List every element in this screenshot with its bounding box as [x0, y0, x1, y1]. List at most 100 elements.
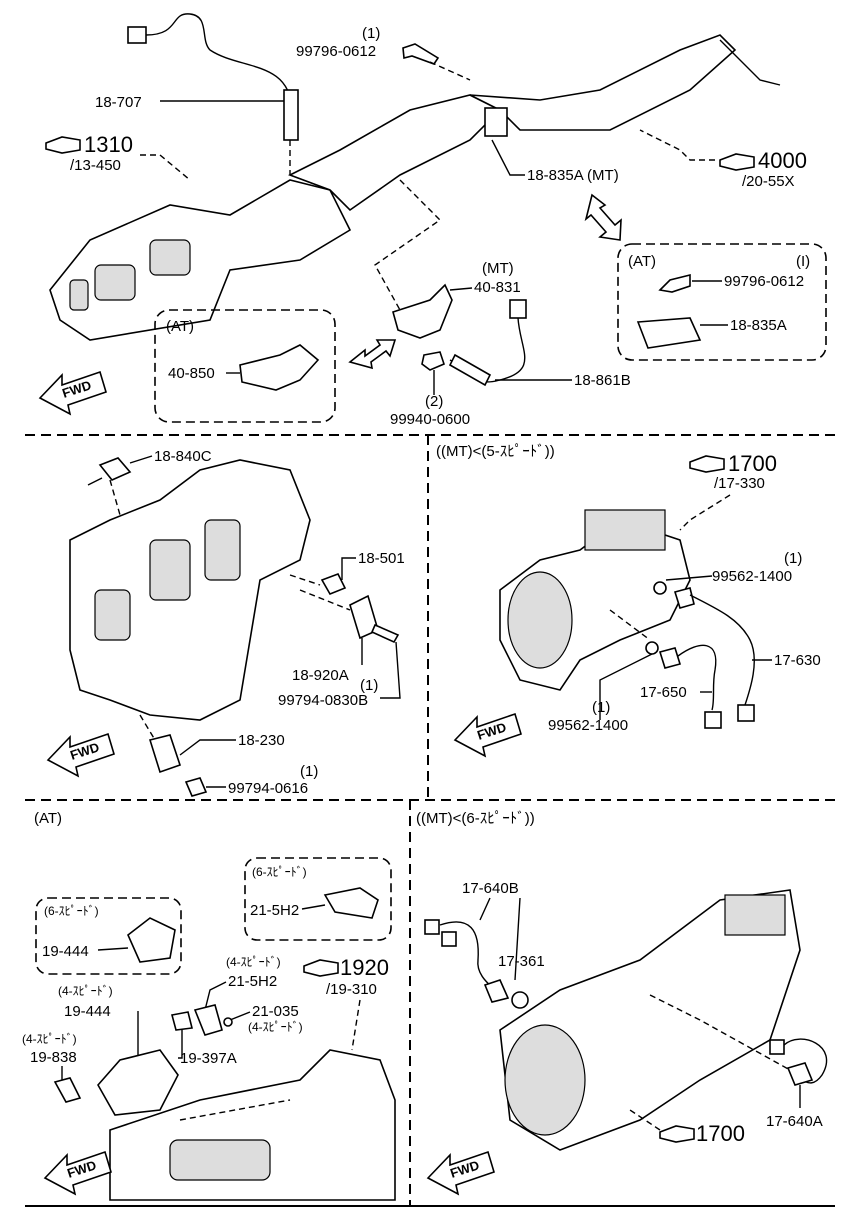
exhaust-section: 18-707 (1) 99796-0612 1310 /13-450 4000 … — [38, 13, 827, 428]
label-17-361: 17-361 — [498, 953, 545, 970]
leader-21-5h2-4sp — [204, 981, 227, 1011]
dash-18-230 — [139, 714, 156, 741]
sensor-18-840c[interactable] — [98, 457, 132, 481]
engine-section: 18-840C 18-501 18-920A (1) 99794-0830B 1… — [46, 448, 405, 797]
label-99562-1400-a: 99562-1400 — [712, 568, 792, 585]
at-box-left — [154, 309, 336, 423]
at-box-right-title: (AT) — [628, 253, 656, 270]
switch-17-650[interactable] — [658, 647, 682, 669]
exchange-arrow-right — [584, 193, 622, 241]
ref-1700-mt5-sub: /17-330 — [714, 475, 765, 492]
bolt-99796-0612[interactable] — [402, 43, 440, 65]
label-99940-0600: 99940-0600 — [390, 411, 470, 428]
bolt-99794-0616[interactable] — [184, 777, 208, 797]
label-99796-0612-at: 99796-0612 — [724, 273, 804, 290]
label-99562-1400-b: 99562-1400 — [548, 717, 628, 734]
oring-21-035[interactable] — [223, 1017, 233, 1027]
connector-17-640b-b[interactable] — [441, 931, 457, 947]
switch-17-630[interactable] — [673, 587, 695, 609]
ref-hand-icon-4000 — [719, 153, 755, 171]
label-4sp-b: (4-ｽﾋﾟｰﾄﾞ) — [58, 984, 113, 998]
ref-hand-icon-1920 — [303, 959, 339, 977]
bolt-99796-0612-at[interactable] — [658, 273, 691, 293]
leader-1920 — [351, 999, 361, 1051]
switch-17-640a[interactable] — [786, 1062, 814, 1086]
exhaust-pipe-hanger — [719, 39, 781, 86]
qty-99796-0612: (1) — [362, 25, 380, 42]
bracket-18-835a-at[interactable] — [636, 317, 702, 349]
leader-21-035 — [229, 1011, 251, 1021]
ref-hand-icon-1310 — [45, 136, 81, 154]
label-99794-0830b: 99794-0830B — [278, 692, 368, 709]
bolt-19-397a[interactable] — [171, 1011, 193, 1031]
ref-1310: 1310 — [84, 132, 133, 157]
connector-17-640a[interactable] — [769, 1039, 785, 1055]
gasket-99562-1400-a[interactable] — [653, 581, 667, 595]
sensor-21-5h2-4sp[interactable] — [193, 1004, 223, 1036]
manifold-port-1 — [94, 264, 136, 301]
leader-99794-0830b — [380, 641, 401, 699]
label-19-444-4sp: 19-444 — [64, 1003, 111, 1020]
exhaust-manifold[interactable] — [49, 179, 352, 341]
leader-18-835a-mt — [491, 139, 525, 176]
sensor-21-5h2-6sp[interactable] — [323, 887, 379, 919]
ref-4000-sub: /20-55X — [742, 173, 795, 190]
connector-17-650[interactable] — [704, 711, 722, 729]
sensor-connector-18-707[interactable] — [127, 26, 147, 44]
at-box-6sp-left — [35, 897, 182, 975]
label-18-835a-at: 18-835A — [730, 317, 787, 334]
bracket-40-831[interactable] — [392, 283, 453, 339]
label-18-230: 18-230 — [238, 732, 285, 749]
sensor-18-501[interactable] — [320, 572, 347, 596]
oxygen-sensor-18-707[interactable] — [283, 89, 299, 141]
leader-99562-1400-b — [599, 653, 653, 720]
sensor-18-230[interactable] — [148, 734, 182, 774]
qty-99940-0600: (2) — [425, 393, 443, 410]
gasket-99562-1400-b[interactable] — [645, 641, 659, 655]
manifold-port-2 — [149, 239, 191, 276]
oxygen-sensor-18-861b[interactable] — [448, 353, 492, 387]
bracket-18-835a-mt[interactable] — [484, 107, 508, 137]
dash-18-920a — [299, 589, 351, 611]
leader-1700-mt5 — [679, 494, 731, 531]
fwd-arrow-at — [43, 1150, 112, 1196]
ref-hand-icon-1700-mt6 — [659, 1125, 695, 1143]
leader-1700-mt6 — [629, 1109, 661, 1131]
bracket-40-850[interactable] — [239, 344, 320, 391]
exhaust-pipe-front[interactable] — [469, 34, 737, 131]
switch-19-444-6sp[interactable] — [127, 917, 176, 963]
ref-1920: 1920 — [340, 955, 389, 980]
shifter-housing-5-speed — [584, 509, 666, 551]
label-4sp-a: (4-ｽﾋﾟｰﾄﾞ) — [226, 955, 281, 969]
leader-18-501 — [341, 557, 356, 580]
switch-19-444-4sp[interactable] — [97, 1049, 179, 1116]
leader-18-840c — [129, 455, 153, 464]
mt6-title: ((MT)<(6-ｽﾋﾟｰﾄﾞ)) — [416, 810, 535, 827]
leader-40-831 — [449, 287, 473, 291]
bolt-19-838[interactable] — [53, 1077, 82, 1103]
connector-17-630[interactable] — [737, 704, 755, 722]
sensor-wire-18-707 — [145, 13, 293, 111]
wire-17-630 — [689, 594, 755, 706]
bolt-99794-0830b[interactable] — [370, 623, 400, 644]
label-40-850: 40-850 — [168, 365, 215, 382]
engine-front-cover — [94, 589, 131, 641]
sensor-connector-18-861b[interactable] — [509, 299, 527, 319]
at-box-right — [617, 243, 827, 361]
qty-99562-1400-a: (1) — [784, 550, 802, 567]
manifold-port-3 — [69, 279, 89, 311]
dash-18-501 — [289, 574, 321, 586]
dash-mt6-switch — [649, 994, 791, 1071]
label-mt-tag: (MT) — [482, 260, 514, 277]
fwd-arrow-mt6 — [426, 1150, 495, 1196]
gasket-17-361[interactable] — [511, 991, 529, 1009]
fwd-arrow-top — [38, 370, 107, 416]
dash-at-1 — [179, 1099, 291, 1121]
switch-17-640b[interactable] — [483, 979, 510, 1003]
nut-99940-0600[interactable] — [421, 351, 445, 371]
mt5-title: ((MT)<(5-ｽﾋﾟｰﾄﾞ)) — [436, 443, 555, 460]
wire-17-640a — [783, 1038, 828, 1084]
exchange-arrow-left — [348, 339, 397, 370]
connector-17-640b-a[interactable] — [424, 919, 440, 935]
